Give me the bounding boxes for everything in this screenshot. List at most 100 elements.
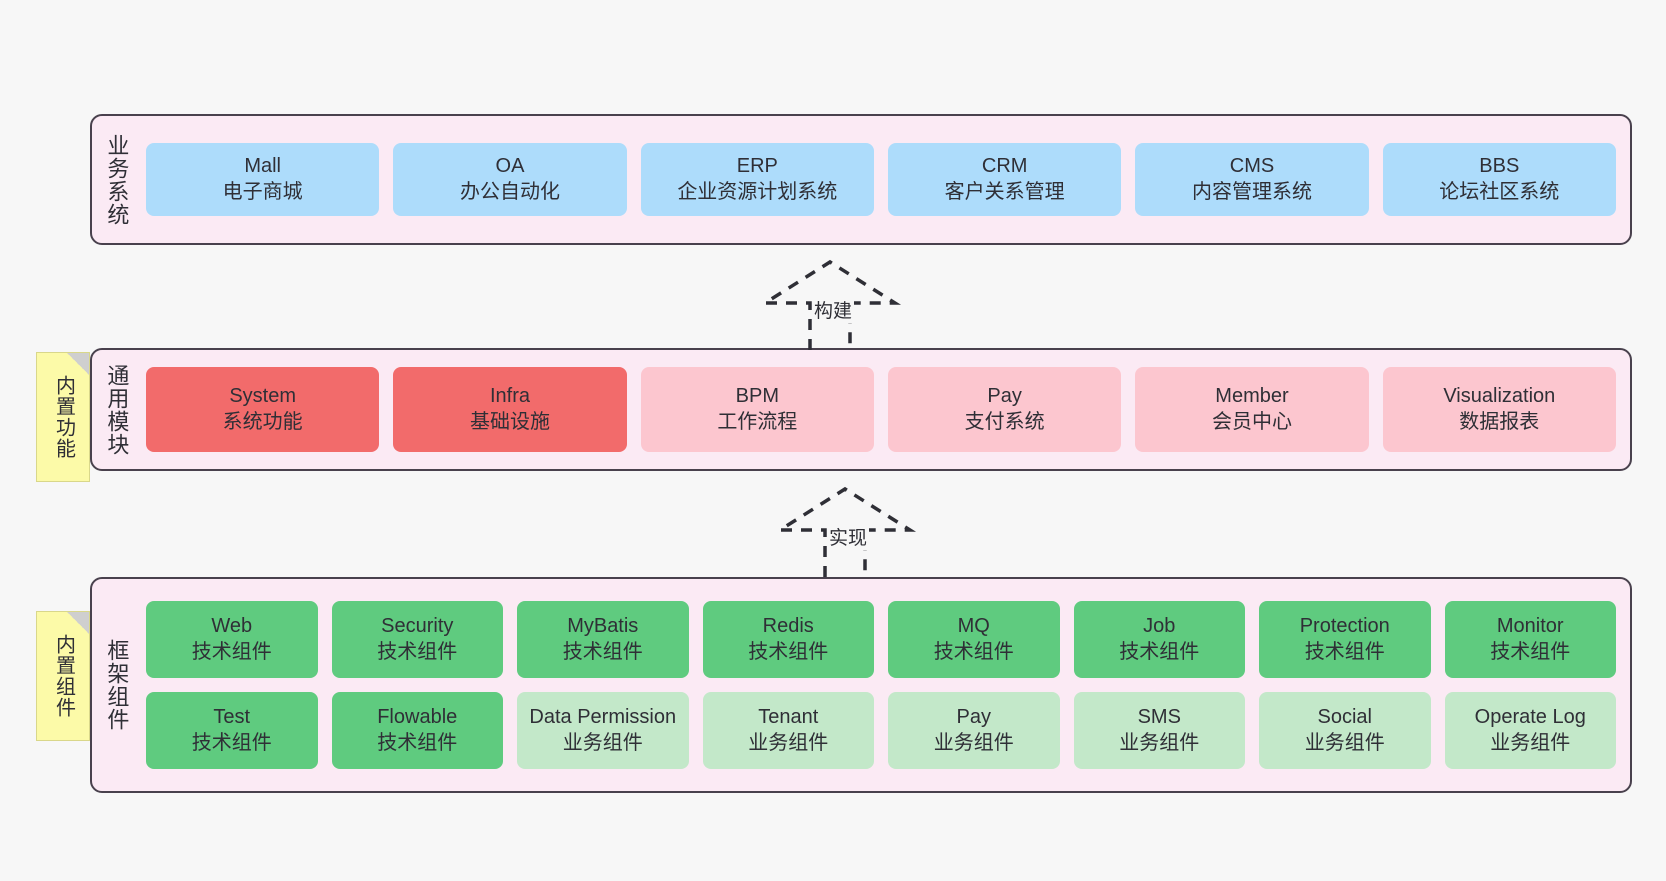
layer-business-system: 业务系统 Mall 电子商城 OA 办公自动化 ERP 企业资源计划系统 CRM… [90, 114, 1632, 245]
module-name-cn: 系统功能 [222, 410, 303, 433]
arrow-implement-label: 实现 [827, 523, 870, 550]
module-name-en: CMS [1229, 154, 1275, 177]
module-name-en: Monitor [1496, 614, 1564, 637]
module-name-en: Protection [1299, 614, 1390, 637]
layer-title-common-module: 通用模块 [104, 363, 130, 456]
module-name-cn: 技术组件 [1119, 640, 1200, 663]
module-mybatis[interactable]: MyBatis 技术组件 [517, 601, 689, 678]
layer-framework-component: 框架组件 Web 技术组件 Security 技术组件 MyBatis 技术组件… [90, 577, 1632, 793]
module-name-cn: 基础设施 [469, 410, 550, 433]
module-job[interactable]: Job 技术组件 [1073, 601, 1245, 678]
module-pay[interactable]: Pay 支付系统 [887, 367, 1122, 452]
arrow-build-label: 构建 [812, 296, 855, 323]
note-fold-corner-icon [67, 612, 89, 634]
module-web[interactable]: Web 技术组件 [146, 601, 318, 678]
module-name-en: Pay [956, 705, 991, 728]
module-name-cn: 技术组件 [562, 640, 643, 663]
module-name-en: Job [1143, 614, 1176, 637]
module-erp[interactable]: ERP 企业资源计划系统 [640, 143, 874, 216]
module-name-cn: 电子商城 [222, 180, 303, 203]
module-name-en: BBS [1479, 154, 1520, 177]
module-name-cn: 业务组件 [933, 731, 1014, 754]
note-builtin-function: 内置功能 [36, 352, 90, 482]
module-sms[interactable]: SMS 业务组件 [1073, 692, 1245, 769]
module-data-permission[interactable]: Data Permission 业务组件 [517, 692, 689, 769]
layer-boxes-common-module: System 系统功能 Infra 基础设施 BPM 工作流程 Pay 支付系统… [140, 350, 1630, 469]
module-name-cn: 客户关系管理 [944, 180, 1065, 203]
note-builtin-component: 内置组件 [36, 611, 90, 741]
module-name-cn: 技术组件 [377, 731, 458, 754]
module-name-en: SMS [1137, 705, 1181, 728]
module-name-en: Test [213, 705, 251, 728]
module-name-en: Member [1215, 384, 1289, 407]
note-label: 内置组件 [52, 634, 75, 718]
module-operate-log[interactable]: Operate Log 业务组件 [1444, 692, 1616, 769]
layer-boxes-business-system: Mall 电子商城 OA 办公自动化 ERP 企业资源计划系统 CRM 客户关系… [140, 116, 1630, 243]
module-name-cn: 技术组件 [191, 640, 272, 663]
module-name-cn: 技术组件 [191, 731, 272, 754]
module-name-cn: 业务组件 [1490, 731, 1571, 754]
module-name-cn: 业务组件 [1119, 731, 1200, 754]
module-tenant[interactable]: Tenant 业务组件 [702, 692, 874, 769]
layer-boxes-framework-component: Web 技术组件 Security 技术组件 MyBatis 技术组件 Redi… [140, 579, 1630, 791]
module-name-en: Tenant [758, 705, 819, 728]
arrow-implement: 实现 [765, 485, 925, 577]
module-crm[interactable]: CRM 客户关系管理 [887, 143, 1122, 216]
module-name-en: Mall [244, 154, 281, 177]
module-name-en: Social [1317, 705, 1372, 728]
module-flowable[interactable]: Flowable 技术组件 [331, 692, 503, 769]
module-name-cn: 技术组件 [1304, 640, 1385, 663]
module-redis[interactable]: Redis 技术组件 [702, 601, 874, 678]
module-name-en: Operate Log [1474, 705, 1586, 728]
module-name-cn: 技术组件 [933, 640, 1014, 663]
note-fold-corner-icon [67, 353, 89, 375]
module-name-cn: 论坛社区系统 [1439, 180, 1560, 203]
module-bpm[interactable]: BPM 工作流程 [640, 367, 874, 452]
module-name-cn: 内容管理系统 [1191, 180, 1312, 203]
module-name-en: Visualization [1443, 384, 1556, 407]
layer-title-framework-component: 框架组件 [104, 639, 130, 731]
module-name-en: Infra [489, 384, 530, 407]
module-test[interactable]: Test 技术组件 [146, 692, 318, 769]
module-name-en: BPM [735, 384, 779, 407]
module-monitor[interactable]: Monitor 技术组件 [1444, 601, 1616, 678]
module-name-en: OA [495, 154, 525, 177]
module-name-cn: 技术组件 [1490, 640, 1571, 663]
module-security[interactable]: Security 技术组件 [331, 601, 503, 678]
module-mq[interactable]: MQ 技术组件 [888, 601, 1060, 678]
module-name-cn: 会员中心 [1211, 410, 1292, 433]
module-name-cn: 数据报表 [1459, 410, 1540, 433]
module-name-en: MQ [957, 614, 990, 637]
note-label: 内置功能 [52, 375, 75, 459]
module-bbs[interactable]: BBS 论坛社区系统 [1382, 143, 1616, 216]
module-member[interactable]: Member 会员中心 [1135, 367, 1369, 452]
module-name-cn: 业务组件 [562, 731, 643, 754]
module-name-en: CRM [981, 154, 1028, 177]
layer-common-module: 通用模块 System 系统功能 Infra 基础设施 BPM 工作流程 Pay… [90, 348, 1632, 471]
module-name-cn: 业务组件 [748, 731, 829, 754]
module-name-cn: 支付系统 [964, 410, 1045, 433]
module-infra[interactable]: Infra 基础设施 [393, 367, 627, 452]
module-name-en: Flowable [377, 705, 458, 728]
module-name-en: System [229, 384, 296, 407]
module-name-cn: 企业资源计划系统 [677, 180, 838, 203]
arrow-build: 构建 [750, 258, 910, 350]
module-name-en: Data Permission [529, 705, 677, 728]
module-name-en: Web [211, 614, 253, 637]
module-social[interactable]: Social 业务组件 [1259, 692, 1431, 769]
framework-business-row: Test 技术组件 Flowable 技术组件 Data Permission … [146, 692, 1616, 769]
layer-title-business-system: 业务系统 [104, 133, 130, 226]
module-name-en: Security [381, 614, 454, 637]
framework-tech-row: Web 技术组件 Security 技术组件 MyBatis 技术组件 Redi… [146, 601, 1616, 678]
module-name-cn: 工作流程 [717, 410, 798, 433]
module-name-en: ERP [736, 154, 778, 177]
module-name-cn: 办公自动化 [459, 180, 560, 203]
module-visualization[interactable]: Visualization 数据报表 [1382, 367, 1616, 452]
module-mall[interactable]: Mall 电子商城 [146, 143, 380, 216]
module-pay-business[interactable]: Pay 业务组件 [888, 692, 1060, 769]
module-protection[interactable]: Protection 技术组件 [1259, 601, 1431, 678]
module-name-cn: 业务组件 [1304, 731, 1385, 754]
module-system[interactable]: System 系统功能 [146, 367, 380, 452]
module-cms[interactable]: CMS 内容管理系统 [1135, 143, 1369, 216]
module-oa[interactable]: OA 办公自动化 [393, 143, 627, 216]
